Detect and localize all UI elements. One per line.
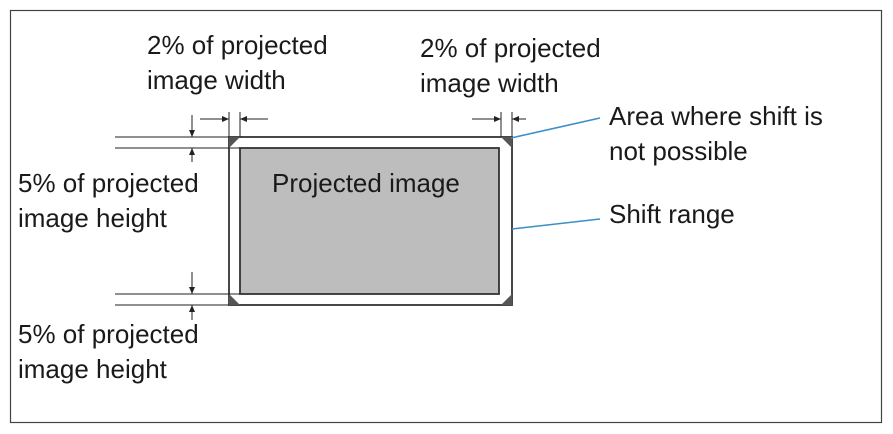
label-line: image width <box>420 68 559 98</box>
label-line: image height <box>18 354 167 384</box>
label-line: image width <box>147 65 286 95</box>
label-line: Shift range <box>609 199 735 229</box>
arrowhead <box>222 116 229 122</box>
label-line: not possible <box>609 136 748 166</box>
arrowhead <box>189 130 195 137</box>
label-height-bottom: 5% of projected image height <box>18 317 199 387</box>
corner-triangle-top-left <box>229 137 240 148</box>
outer-border <box>9 9 883 424</box>
label-width-right: 2% of projected image width <box>420 31 601 101</box>
label-line: 5% of projected <box>18 319 199 349</box>
label-shift-range: Shift range <box>609 197 735 232</box>
leader-line-shift-range <box>511 218 601 230</box>
label-line: 2% of projected <box>420 33 601 63</box>
corner-triangle-top-right <box>501 137 512 148</box>
label-line: 2% of projected <box>147 30 328 60</box>
projected-image-rect <box>239 147 500 295</box>
label-width-left: 2% of projected image width <box>147 28 328 98</box>
label-line: Area where shift is <box>609 101 823 131</box>
arrowhead <box>512 116 519 122</box>
label-line: 5% of projected <box>18 168 199 198</box>
arrowhead <box>494 116 501 122</box>
arrowhead <box>189 287 195 294</box>
arrowhead <box>189 305 195 312</box>
arrowhead <box>189 148 195 155</box>
label-line: Projected image <box>272 168 460 198</box>
label-area-not-possible: Area where shift is not possible <box>609 99 823 169</box>
leader-line-area-not-possible <box>510 117 601 139</box>
label-height-top: 5% of projected image height <box>18 166 199 236</box>
corner-triangle-bottom-right <box>501 294 512 305</box>
label-line: image height <box>18 203 167 233</box>
corner-triangle-bottom-left <box>229 294 240 305</box>
label-projected-image: Projected image <box>272 166 460 201</box>
arrowhead <box>240 116 247 122</box>
